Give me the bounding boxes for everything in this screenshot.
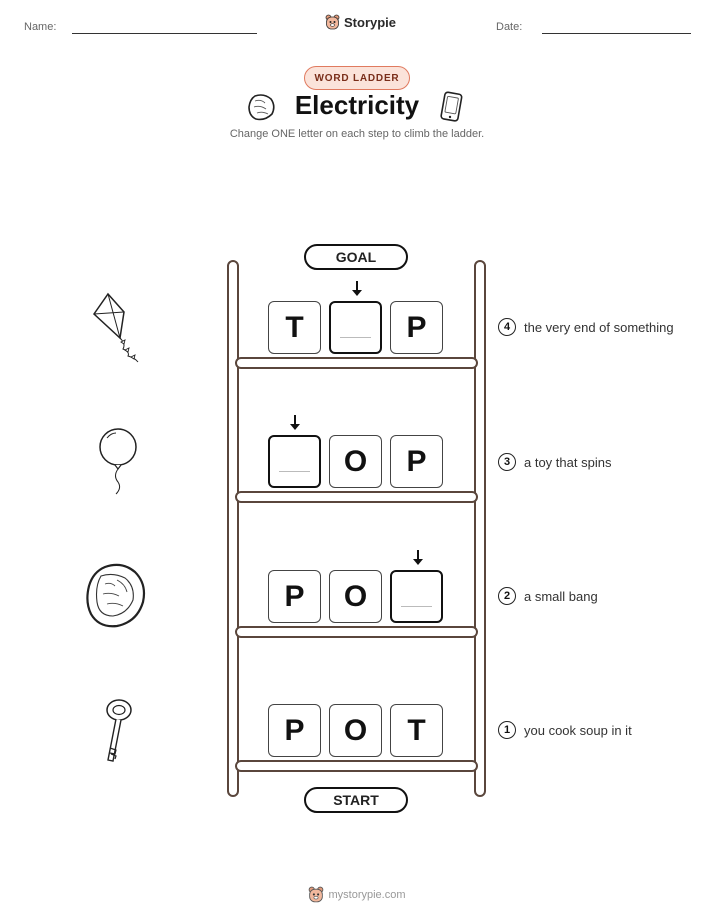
start-label: START bbox=[304, 787, 408, 813]
step-number: 1 bbox=[498, 721, 516, 739]
step-number: 4 bbox=[498, 318, 516, 336]
clue-step-1: 1 you cook soup in it bbox=[498, 721, 632, 739]
down-arrow-icon bbox=[352, 281, 362, 296]
down-arrow-icon bbox=[413, 550, 423, 565]
letter-tile: P bbox=[268, 704, 321, 757]
clue-text: a small bang bbox=[524, 588, 598, 604]
blank-letter-box[interactable] bbox=[329, 301, 382, 354]
clue-text: the very end of something bbox=[524, 319, 674, 335]
instructions: Change ONE letter on each step to climb … bbox=[229, 128, 485, 140]
date-label: Date: bbox=[496, 21, 523, 33]
kite-icon bbox=[93, 292, 139, 363]
storypie-mascot-icon bbox=[325, 14, 340, 30]
footer: mystorypie.com bbox=[0, 886, 714, 904]
clue-text: you cook soup in it bbox=[524, 722, 632, 738]
clue-step-4: 4 the very end of something bbox=[498, 318, 674, 336]
phone-icon bbox=[440, 91, 463, 122]
name-label: Name: bbox=[24, 21, 57, 33]
clue-step-2: 2 a small bang bbox=[498, 587, 598, 605]
letter-tile: T bbox=[268, 301, 321, 354]
clue-step-3: 3 a toy that spins bbox=[498, 453, 611, 471]
balloon-icon bbox=[99, 428, 137, 495]
letter-tile: O bbox=[329, 704, 382, 757]
blank-letter-box[interactable] bbox=[390, 570, 443, 623]
footer-url[interactable]: mystorypie.com bbox=[328, 889, 406, 901]
ladder-frame bbox=[227, 260, 486, 797]
brand-name: Storypie bbox=[344, 15, 397, 30]
activity-badge: WORD LADDER bbox=[304, 66, 410, 90]
date-field[interactable] bbox=[542, 33, 691, 34]
name-field[interactable] bbox=[72, 33, 257, 34]
letter-tile: P bbox=[390, 301, 443, 354]
rock-icon bbox=[86, 563, 146, 628]
letter-tile: O bbox=[329, 570, 382, 623]
page-title: Electricity bbox=[294, 90, 420, 120]
step-number: 2 bbox=[498, 587, 516, 605]
down-arrow-icon bbox=[290, 415, 300, 430]
brand-logo: Storypie bbox=[325, 14, 396, 31]
letter-tile: P bbox=[390, 435, 443, 488]
blank-letter-box[interactable] bbox=[268, 435, 321, 488]
storypie-mascot-icon bbox=[309, 886, 324, 903]
letter-tile: T bbox=[390, 704, 443, 757]
rock-icon bbox=[248, 94, 275, 121]
step-number: 3 bbox=[498, 453, 516, 471]
key-icon bbox=[106, 699, 132, 762]
letter-tile: O bbox=[329, 435, 382, 488]
clue-text: a toy that spins bbox=[524, 454, 612, 470]
letter-tile: P bbox=[268, 570, 321, 623]
goal-label: GOAL bbox=[304, 244, 408, 270]
